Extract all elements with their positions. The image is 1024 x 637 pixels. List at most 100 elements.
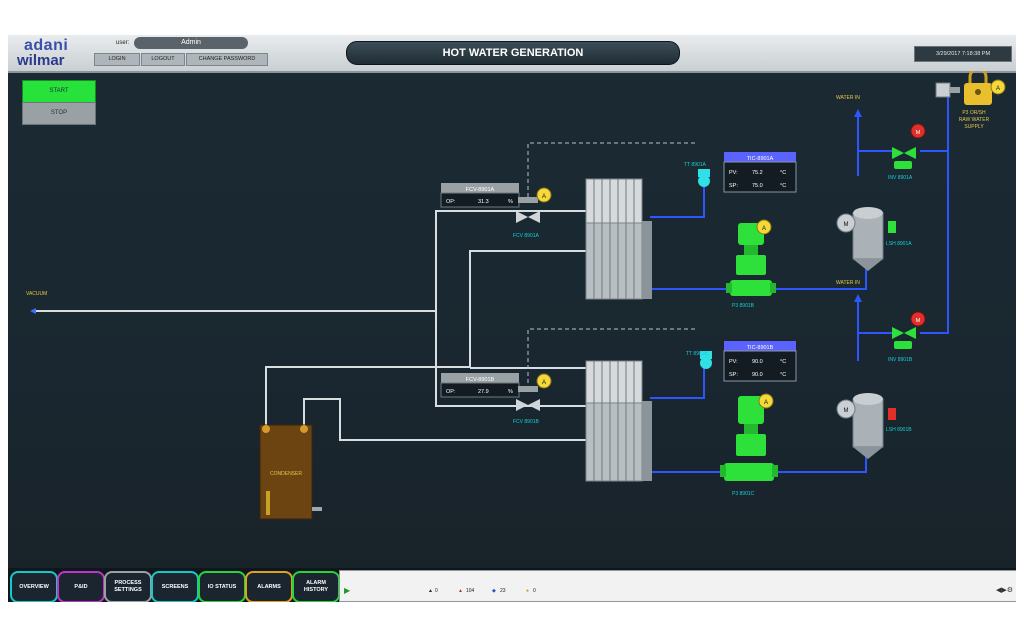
inlet-valve-a-icon[interactable] [892, 147, 916, 169]
fcv-b-op-value: 27.9 [478, 389, 489, 395]
pump-a-auto-badge[interactable] [756, 219, 772, 235]
nav-screens[interactable]: SCREENS [151, 571, 199, 602]
tt-b-label: TT 8901B [686, 351, 709, 357]
tic-a-pv-unit: °C [780, 170, 786, 176]
status-count-4-icon: ● [526, 588, 530, 594]
condenser-label: CONDENSER [270, 471, 302, 477]
pump-a-label: P3 8901B [732, 303, 755, 309]
play-icon[interactable]: ▶ [344, 586, 351, 595]
heat-exchanger-a [585, 178, 652, 300]
datetime-display: 3/29/2017 7:18:38 PM [914, 46, 1012, 62]
water-in-1-label: WATER IN [836, 95, 860, 101]
fcv-b-auto-text: A [542, 380, 546, 386]
tt-8901b-icon[interactable] [700, 351, 712, 369]
tic-8901a-faceplate[interactable]: TIC-8901A PV: 75.2 °C SP: 75.0 °C [723, 152, 797, 193]
fcv-8901a-faceplate[interactable]: FCV-8901A OP: 31.3 % [440, 183, 520, 208]
process-pipes [34, 210, 586, 441]
water-in-2-label: WATER IN [836, 280, 860, 286]
logout-button[interactable]: LOGOUT [141, 53, 185, 66]
status-count-2-icon: ▲ [458, 588, 463, 594]
tank-b-mixer-icon[interactable] [836, 399, 856, 419]
fcv-b-auto-badge[interactable] [536, 373, 552, 389]
inlet-valve-a-manual-text: M [916, 130, 921, 136]
tic-8901b-faceplate[interactable]: TIC-8901B PV: 90.0 °C SP: 90.0 °C [723, 341, 797, 382]
hmi-window: adani wilmar user: Admin LOGIN LOGOUT CH… [8, 35, 1016, 602]
water-pipes [650, 96, 949, 473]
nav-alarm-history[interactable]: ALARM HISTORY [292, 571, 340, 602]
tank-a-mixer-text: M [844, 222, 849, 228]
signal-lines [527, 142, 698, 383]
fcv-a-auto-badge[interactable] [536, 187, 552, 203]
water-in-arrow-1-icon [854, 109, 862, 117]
tt-8901a-icon[interactable] [698, 169, 710, 187]
supply-pressure-transmitter-icon[interactable] [935, 82, 960, 98]
statusbar-tools-icon[interactable]: ◀▶⚙ [995, 587, 1013, 594]
user-field[interactable]: Admin [134, 37, 248, 49]
inlet-valve-b-label: INV 8901B [888, 357, 913, 363]
nav-overview[interactable]: OVERVIEW [10, 571, 58, 602]
header-bar: adani wilmar user: Admin LOGIN LOGOUT CH… [8, 35, 1016, 73]
pump-a-icon[interactable] [726, 223, 776, 296]
change-password-button[interactable]: CHANGE PASSWORD [186, 53, 268, 66]
status-count-1: 0 [435, 588, 438, 594]
fcv-8901b-faceplate[interactable]: FCV-8901B OP: 27.9 % [440, 373, 520, 398]
tank-b-mixer-text: M [844, 408, 849, 414]
nav-process-settings[interactable]: PROCESS SETTINGS [104, 571, 152, 602]
pump-b-icon[interactable] [720, 396, 778, 481]
status-count-3-icon: ◆ [492, 588, 496, 594]
tic-b-tag: TIC-8901B [747, 345, 774, 351]
fcv-a-op-value: 31.3 [478, 199, 489, 205]
tic-a-sp-unit: °C [780, 183, 786, 189]
inlet-valve-b-manual-text: M [916, 318, 921, 324]
nav-io-status[interactable]: IO STATUS [198, 571, 246, 602]
tic-a-pv-label: PV: [729, 170, 738, 176]
pump-a-auto-text: A [762, 226, 766, 232]
condenser-unit[interactable] [259, 424, 322, 520]
fcv-a-op-label: OP: [446, 199, 456, 205]
nav-pid[interactable]: P&ID [57, 571, 105, 602]
level-switch-a-label: LSH 8901A [886, 241, 912, 247]
logo-adani: adani [24, 37, 69, 54]
fcv-b-tag: FCV-8901B [466, 377, 495, 383]
login-button[interactable]: LOGIN [94, 53, 140, 66]
tic-b-sp-unit: °C [780, 372, 786, 378]
tic-b-pv-value: 90.0 [752, 359, 763, 365]
pump-b-auto-badge[interactable] [758, 393, 774, 409]
hot-water-tank-a [852, 207, 884, 271]
supply-auto-text: A [996, 86, 1000, 92]
pump-b-auto-text: A [764, 400, 768, 406]
tic-b-sp-label: SP: [729, 372, 738, 378]
fcv-a-auto-text: A [542, 194, 546, 200]
vacuum-label: VACUUM [26, 291, 47, 297]
level-switch-b-label: LSH 8901B [886, 427, 912, 433]
inlet-valve-b-icon[interactable] [892, 327, 916, 349]
user-label: user: [116, 40, 130, 46]
inlet-valve-b-manual-badge[interactable] [910, 311, 926, 327]
level-switch-b-icon[interactable] [888, 408, 896, 420]
supply-auto-badge[interactable] [990, 79, 1006, 95]
page-title: HOT WATER GENERATION [346, 41, 680, 65]
status-count-4: 0 [533, 588, 536, 594]
fcv-8901a-valve-icon[interactable] [516, 197, 540, 223]
alarm-status-bar: ▶ ▲ 0 ▲ 104 ◆ 23 ● 0 ◀▶⚙ [339, 570, 1016, 602]
tic-b-sp-value: 90.0 [752, 372, 763, 378]
fcv-8901b-valve-icon[interactable] [516, 386, 540, 411]
fcv-a-label: FCV 8901A [513, 233, 540, 239]
level-switch-a-icon[interactable] [888, 221, 896, 233]
lock-icon [964, 71, 992, 105]
tt-a-label: TT 8901A [684, 162, 707, 168]
tic-a-sp-value: 75.0 [752, 183, 763, 189]
inlet-valve-a-manual-badge[interactable] [910, 123, 926, 139]
status-count-2: 104 [466, 588, 475, 594]
pid-diagram: VACUUM WATER IN WATER IN [26, 71, 1006, 520]
tank-a-mixer-icon[interactable] [836, 213, 856, 233]
supply-label-line-3: SUPPLY [964, 124, 984, 130]
tic-a-tag: TIC-8901A [747, 156, 774, 162]
fcv-a-unit: % [508, 199, 513, 205]
stop-button[interactable]: STOP [22, 102, 96, 125]
tic-b-pv-label: PV: [729, 359, 738, 365]
tic-a-sp-label: SP: [729, 183, 738, 189]
nav-alarms[interactable]: ALARMS [245, 571, 293, 602]
tic-b-pv-unit: °C [780, 359, 786, 365]
supply-label-line-1: P3 OR/SH [962, 110, 986, 116]
